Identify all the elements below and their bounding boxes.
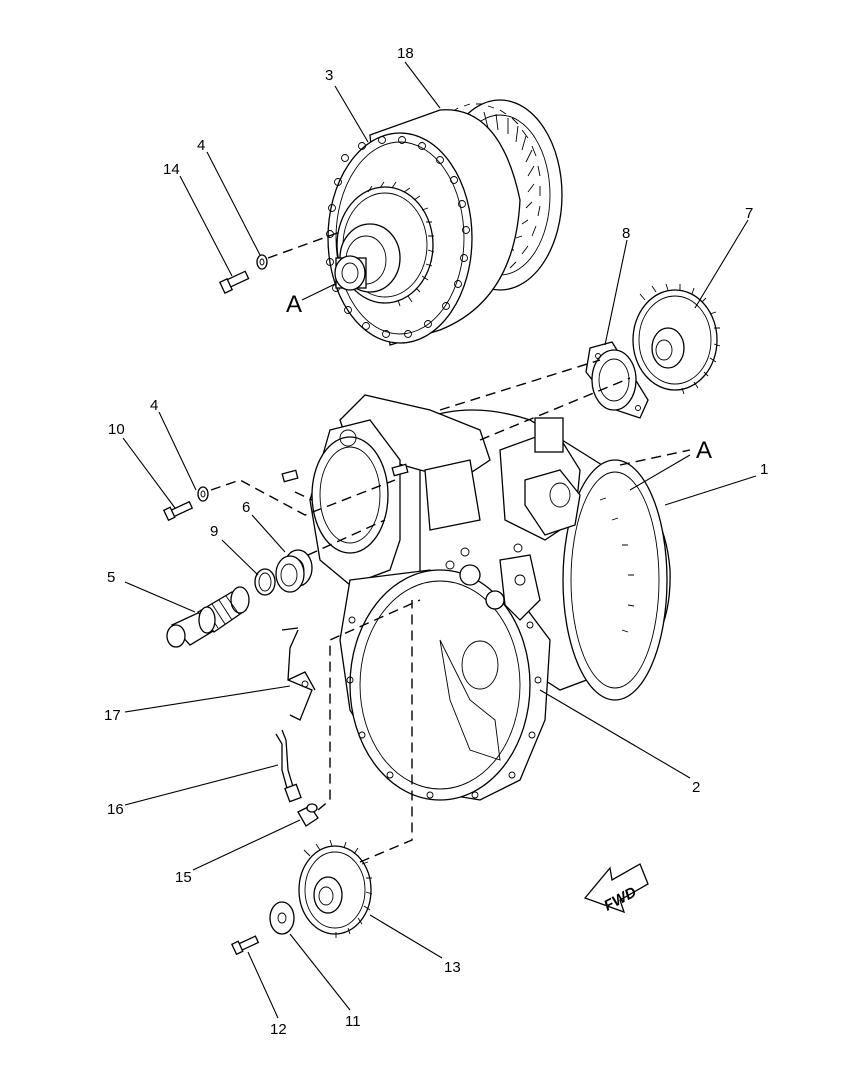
fwd-direction-arrow: FWD [583, 863, 649, 915]
clip-17 [281, 627, 316, 721]
callout-10: 10 [108, 421, 125, 438]
callout-18: 18 [397, 45, 414, 62]
callout-9: 9 [210, 523, 218, 540]
callout-7: 7 [745, 205, 753, 222]
seal-6 [275, 549, 313, 593]
seal-plate [585, 341, 649, 419]
elbow-15 [297, 803, 319, 827]
tube-16 [275, 729, 302, 803]
assembly-lines [210, 231, 691, 863]
callout-17: 17 [104, 707, 121, 724]
callout-4-lower: 4 [150, 397, 158, 414]
callout-4-upper: 4 [197, 137, 205, 154]
transmission-housing [281, 394, 671, 801]
view-label-a-right: A [696, 437, 712, 464]
leader-lines [122, 61, 757, 1019]
bolt-10 [162, 500, 194, 522]
callout-11: 11 [345, 1013, 361, 1030]
bolt-14 [218, 270, 250, 294]
lower-gear-13 [298, 839, 373, 938]
washer-4-lower [197, 486, 209, 502]
callout-5: 5 [107, 569, 115, 586]
washer-4-upper [256, 254, 268, 270]
callout-labels: 1 2 3 4 4 5 6 7 8 9 10 11 12 13 14 15 16… [104, 45, 768, 1038]
callout-13: 13 [444, 959, 461, 976]
callout-2: 2 [692, 779, 700, 796]
view-labels: A A [286, 291, 712, 464]
snap-ring-9 [254, 568, 276, 596]
shaft-5 [166, 586, 250, 648]
callout-6: 6 [242, 499, 250, 516]
callout-16: 16 [107, 801, 124, 818]
bell-bolts [346, 616, 542, 799]
callout-14: 14 [163, 161, 180, 178]
upper-gear [632, 283, 721, 395]
callout-8: 8 [622, 225, 630, 242]
callout-1: 1 [760, 461, 768, 478]
callout-15: 15 [175, 869, 192, 886]
clutch-assembly [326, 99, 563, 346]
view-label-a-upper: A [286, 291, 302, 318]
callout-3: 3 [325, 67, 333, 84]
bolt-12 [230, 935, 260, 956]
callout-12: 12 [270, 1021, 287, 1038]
washer-11 [269, 901, 295, 935]
